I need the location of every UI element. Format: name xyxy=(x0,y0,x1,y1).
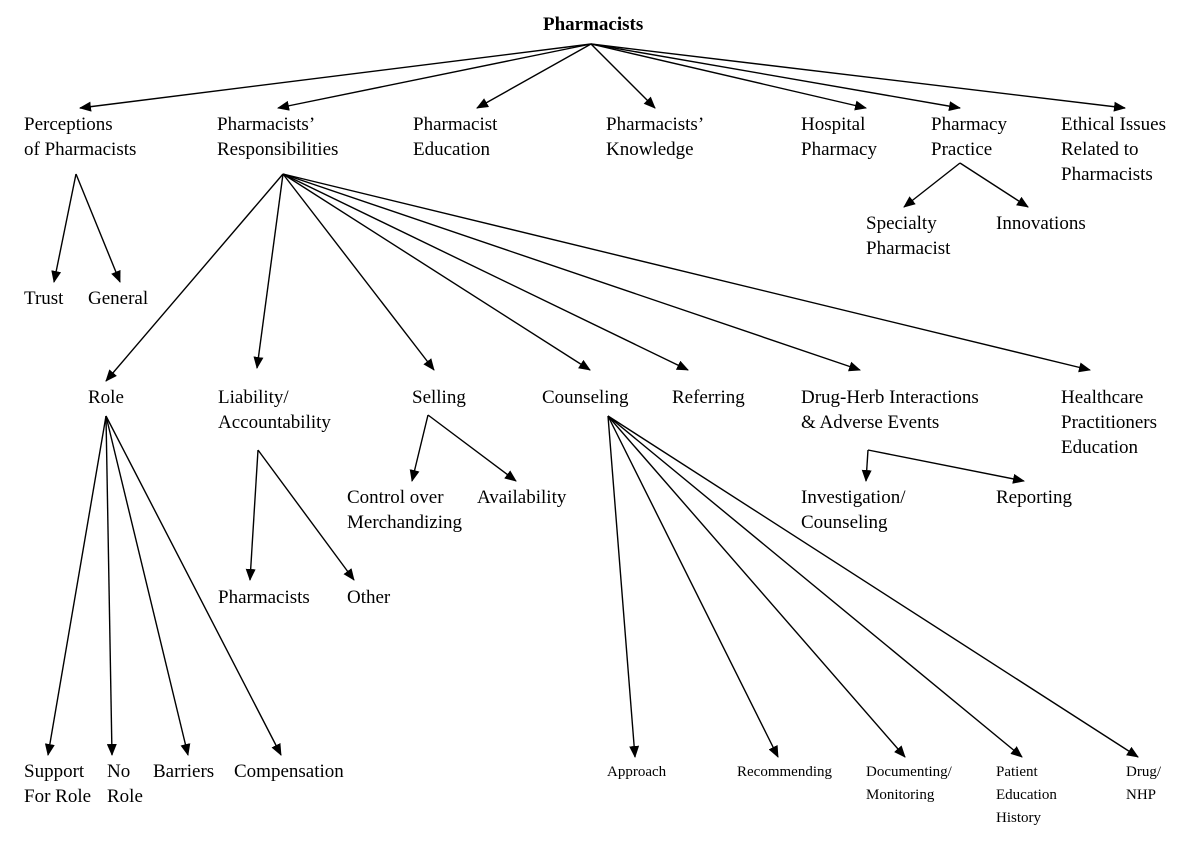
node-reporting: Reporting xyxy=(996,487,1072,508)
arrow-practice-to-innovations xyxy=(959,162,1029,208)
arrow-role-to-support xyxy=(44,415,107,756)
node-barriers: Barriers xyxy=(153,761,215,782)
node-recommending: Recommending xyxy=(737,764,832,780)
node-perceptions-of-pharmacists: Perceptions of Pharmacists xyxy=(24,114,137,160)
arrow-selling-to-control xyxy=(409,414,429,482)
arrow-role-to-compensation xyxy=(105,415,282,756)
arrow-selling-to-availability xyxy=(427,414,517,482)
node-compensation: Compensation xyxy=(234,761,344,782)
node-liability-accountability: Liability/ Accountability xyxy=(218,387,331,433)
arrow-counseling-to-documenting xyxy=(607,415,906,758)
node-pharmacy-practice: Pharmacy Practice xyxy=(931,114,1007,160)
node-counseling: Counseling xyxy=(542,387,629,408)
node-control-over-merchandizing: Control over Merchandizing xyxy=(347,487,463,533)
node-ethical-issues: Ethical Issues Related to Pharmacists xyxy=(1061,114,1167,185)
arrow-perceptions-to-trust xyxy=(51,173,77,283)
node-liability-other: Other xyxy=(347,587,391,608)
node-healthcare-practitioners-education: Healthcare Practitioners Education xyxy=(1061,387,1158,458)
node-selling: Selling xyxy=(412,387,466,408)
node-support-for-role: Support For Role xyxy=(24,761,92,807)
arrow-drugherb-to-reporting xyxy=(867,449,1025,484)
node-pharmacists-root: Pharmacists xyxy=(543,14,644,35)
arrow-drugherb-to-investigation xyxy=(861,449,872,482)
node-trust: Trust xyxy=(24,288,64,309)
node-role: Role xyxy=(88,387,124,408)
node-referring: Referring xyxy=(672,387,745,408)
arrow-liability-to-liab_pharmacists xyxy=(245,449,259,581)
arrow-role-to-barriers xyxy=(105,415,191,756)
arrow-perceptions-to-general xyxy=(75,173,121,283)
node-drug-nhp: Drug/ NHP xyxy=(1126,764,1161,803)
node-availability: Availability xyxy=(477,487,567,508)
node-pharmacists-responsibilities: Pharmacists’ Responsibilities xyxy=(217,114,339,160)
arrow-counseling-to-approach xyxy=(607,415,640,758)
node-drug-herb-interactions: Drug-Herb Interactions & Adverse Events xyxy=(801,387,979,433)
node-pharmacist-education: Pharmacist Education xyxy=(413,114,498,160)
node-investigation-counseling: Investigation/ Counseling xyxy=(801,487,906,533)
arrow-root-to-hospital xyxy=(590,43,867,111)
arrow-responsibilities-to-referring xyxy=(282,173,689,371)
arrow-root-to-perceptions xyxy=(79,43,592,112)
node-general: General xyxy=(88,288,149,309)
node-no-role: No Role xyxy=(107,761,143,807)
node-pharmacists-knowledge: Pharmacists’ Knowledge xyxy=(606,114,705,160)
arrow-liability-to-liab_other xyxy=(257,449,355,581)
arrow-responsibilities-to-liability xyxy=(253,173,284,369)
node-documenting-monitoring: Documenting/ Monitoring xyxy=(866,764,952,803)
arrow-root-to-education xyxy=(476,43,592,109)
arrow-counseling-to-patient xyxy=(607,415,1023,758)
arrow-counseling-to-drugnhp xyxy=(607,415,1139,758)
arrow-root-to-ethical xyxy=(590,43,1126,112)
arrow-role-to-norole xyxy=(105,415,117,756)
arrow-root-to-practice xyxy=(590,43,961,112)
arrow-responsibilities-to-hcp_education xyxy=(282,173,1091,373)
arrow-practice-to-specialty xyxy=(903,162,961,208)
node-liability-pharmacists: Pharmacists xyxy=(218,587,310,608)
arrow-root-to-knowledge xyxy=(590,43,656,109)
node-approach: Approach xyxy=(607,764,667,780)
arrow-responsibilities-to-counseling xyxy=(282,173,591,371)
node-specialty-pharmacist: Specialty Pharmacist xyxy=(866,213,951,259)
arrow-counseling-to-recommending xyxy=(607,415,779,758)
arrow-responsibilities-to-role xyxy=(105,173,284,382)
arrow-responsibilities-to-selling xyxy=(282,173,435,371)
node-innovations: Innovations xyxy=(996,213,1086,234)
arrow-responsibilities-to-drugherb xyxy=(282,173,861,372)
node-hospital-pharmacy: Hospital Pharmacy xyxy=(801,114,877,160)
arrow-root-to-responsibilities xyxy=(277,43,592,111)
node-patient-education-history: Patient Education History xyxy=(996,764,1057,826)
